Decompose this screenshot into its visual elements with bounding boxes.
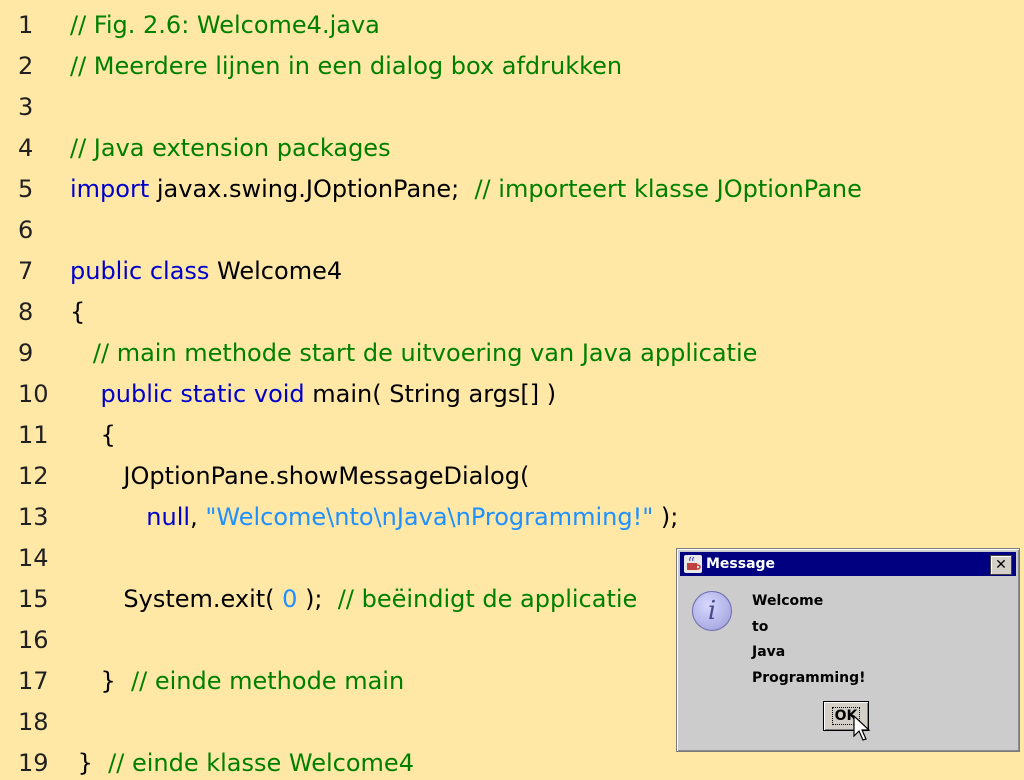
code-text: // main methode start de uitvoering van … [70, 336, 758, 370]
code-text: { [70, 418, 116, 452]
message-line: Programming! [752, 669, 866, 686]
ok-button[interactable]: OK [823, 701, 869, 731]
line-number: 15 [18, 585, 49, 613]
dialog-message: Welcome to Java Programming! [752, 589, 866, 691]
code-token: // Fig. 2.6: Welcome4.java [70, 11, 380, 39]
code-token: // beëindigt de applicatie [337, 585, 638, 613]
line-number: 14 [18, 544, 49, 572]
close-button[interactable]: ✕ [990, 555, 1012, 575]
mouse-cursor-icon [853, 714, 873, 743]
message-line: Welcome [752, 593, 824, 609]
code-text: import javax.swing.JOptionPane; // impor… [70, 172, 862, 206]
code-token: main( String args[] ) [304, 380, 557, 408]
code-token: System.exit( [70, 585, 283, 613]
code-token: 0 [282, 585, 298, 613]
line-number: 19 [18, 749, 49, 777]
java-cup-icon [684, 555, 702, 573]
code-token: public class [70, 257, 210, 285]
line-number: 17 [18, 667, 49, 695]
code-token: // einde methode main [131, 667, 405, 695]
message-line: Java [752, 644, 786, 660]
code-text: public class Welcome4 [70, 254, 342, 288]
code-token: null [146, 503, 191, 531]
code-token: // main methode start de uitvoering van … [92, 339, 758, 367]
code-text: } // einde methode main [70, 664, 405, 698]
line-number: 8 [18, 298, 34, 326]
message-dialog: Message ✕ i Welcome to Java Programming!… [676, 548, 1020, 752]
line-number: 7 [18, 257, 34, 285]
code-text: { [70, 295, 85, 329]
line-number: 9 [18, 339, 34, 367]
code-text: public static void main( String args[] ) [70, 377, 557, 411]
code-token: { [70, 298, 86, 326]
line-number: 18 [18, 708, 49, 736]
close-icon: ✕ [995, 557, 1007, 573]
code-token: JOptionPane.showMessageDialog( [70, 462, 530, 490]
code-token: public static void [100, 380, 305, 408]
code-text: System.exit( 0 ); // beëindigt de applic… [70, 582, 637, 616]
line-number: 12 [18, 462, 49, 490]
code-text: } // einde klasse Welcome4 [70, 746, 414, 780]
code-token: // Meerdere lijnen in een dialog box afd… [70, 52, 623, 80]
code-token: } [70, 667, 132, 695]
line-number: 1 [18, 11, 34, 39]
line-number: 16 [18, 626, 49, 654]
code-text: // Fig. 2.6: Welcome4.java [70, 8, 380, 42]
code-token: Welcome4 [209, 257, 343, 285]
line-number: 13 [18, 503, 49, 531]
info-icon: i [692, 591, 732, 631]
code-text: JOptionPane.showMessageDialog( [70, 459, 529, 493]
code-token: { [70, 421, 116, 449]
line-number: 11 [18, 421, 49, 449]
dialog-titlebar[interactable]: Message ✕ [680, 552, 1016, 576]
line-number: 3 [18, 93, 34, 121]
line-number: 6 [18, 216, 34, 244]
code-text: // Java extension packages [70, 131, 391, 165]
code-token [70, 380, 101, 408]
message-line: to [752, 618, 769, 635]
code-token: // importeert klasse JOptionPane [474, 175, 862, 203]
code-token: } [70, 749, 109, 777]
code-text: // Meerdere lijnen in een dialog box afd… [70, 49, 622, 83]
dialog-title: Message [706, 556, 776, 572]
code-token: javax.swing.JOptionPane; [149, 175, 475, 203]
code-token: // Java extension packages [70, 134, 391, 162]
code-text: null, "Welcome\nto\nJava\nProgramming!" … [70, 500, 678, 534]
code-token: ); [653, 503, 679, 531]
line-number: 5 [18, 175, 34, 203]
code-token: "Welcome\nto\nJava\nProgramming!" [205, 503, 654, 531]
code-token [70, 503, 146, 531]
ok-button-label: OK [831, 707, 861, 725]
line-number: 10 [18, 380, 49, 408]
code-token: import [70, 175, 150, 203]
code-token: // einde klasse Welcome4 [108, 749, 414, 777]
code-token: , [190, 503, 206, 531]
line-number: 2 [18, 52, 34, 80]
line-number: 4 [18, 134, 34, 162]
code-token: ); [297, 585, 338, 613]
code-token [70, 339, 93, 367]
